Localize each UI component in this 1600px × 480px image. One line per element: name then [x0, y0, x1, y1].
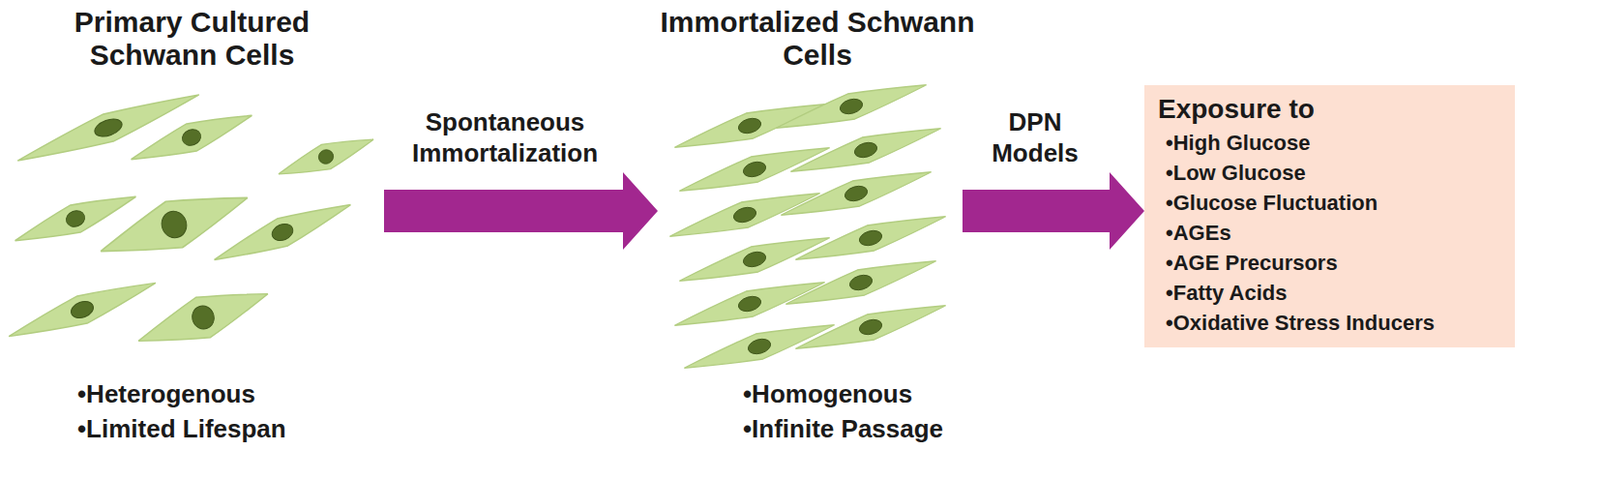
bullet-point: •Limited Lifespan [77, 414, 287, 444]
cell-group: Immortalized Schwann Cells•Homogenous•In… [657, 0, 963, 480]
list-item: •Fatty Acids [1157, 277, 1504, 308]
list-item: •Glucose Fluctuation [1157, 187, 1504, 218]
group-title: Primary Cultured Schwann Cells [19, 5, 365, 72]
block-arrow [962, 172, 1145, 250]
exposure-box: Exposure to•High Glucose•Low Glucose•Glu… [1144, 85, 1515, 348]
list-item: •Low Glucose [1157, 157, 1504, 188]
list-item: •AGEs [1157, 217, 1504, 248]
arrow-label: DPN Models [967, 106, 1103, 169]
list-item: •Oxidative Stress Inducers [1157, 307, 1504, 338]
list-item: •AGE Precursors [1157, 247, 1504, 278]
group-title: Immortalized Schwann Cells [657, 5, 978, 72]
cell-group: Primary Cultured Schwann Cells •Heterogen… [0, 0, 385, 480]
primary-cells [3, 81, 379, 361]
list-item: •High Glucose [1157, 127, 1504, 158]
bullet-point: •Heterogenous [77, 379, 256, 409]
box-heading: Exposure to [1157, 92, 1504, 126]
bullet-point: •Homogenous [742, 379, 913, 409]
immortalized-cells [666, 72, 950, 381]
bullet-point: •Infinite Passage [742, 414, 944, 444]
arrow-label: Spontaneous Immortalization [398, 106, 612, 169]
block-arrow [384, 172, 658, 250]
